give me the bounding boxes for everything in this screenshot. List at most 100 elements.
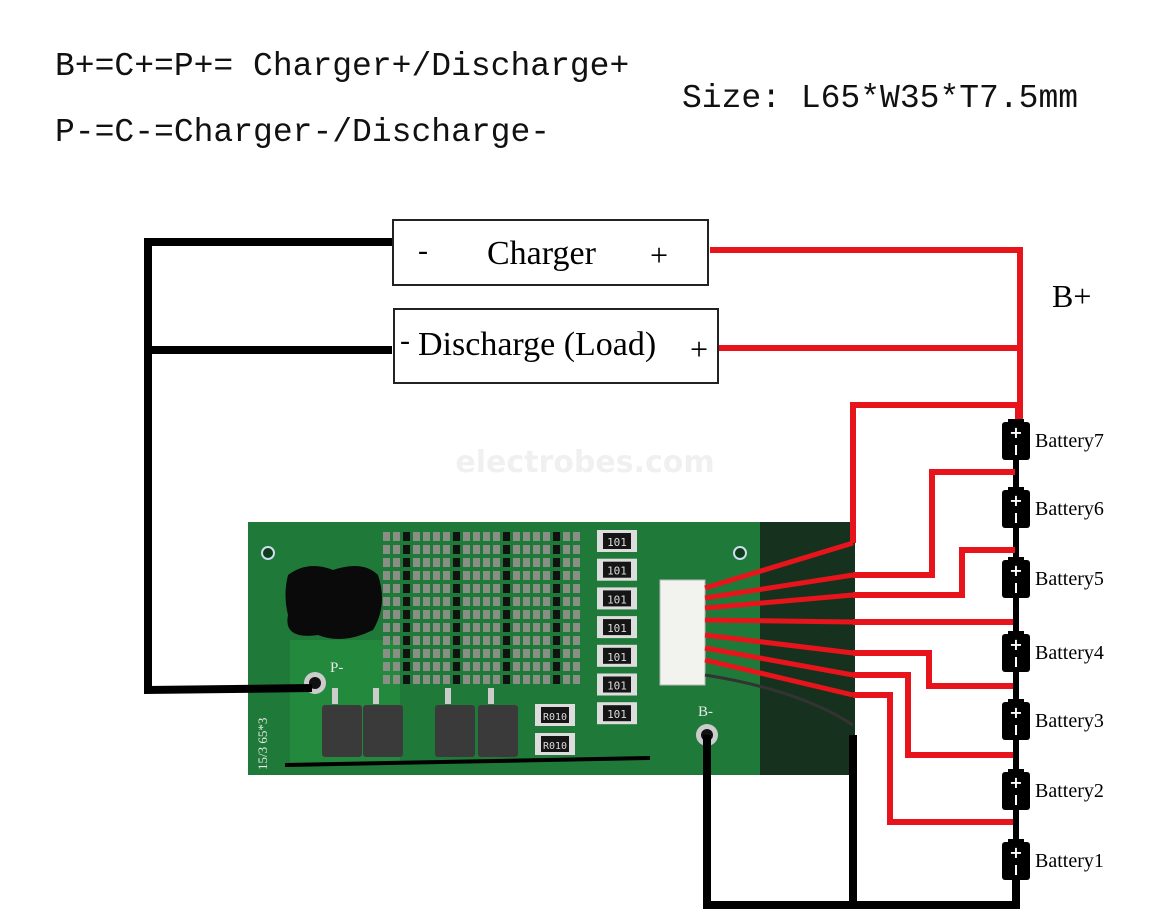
resistor-code: 101 — [607, 565, 627, 578]
smd-part — [383, 584, 390, 593]
smd-part — [413, 623, 420, 632]
smd-part — [393, 649, 400, 658]
smd-part — [513, 545, 520, 554]
smd-part — [513, 584, 520, 593]
battery-plus-mark: + — [1009, 491, 1022, 510]
smd-part — [473, 623, 480, 632]
smd-part — [423, 610, 430, 619]
smd-part — [493, 610, 500, 619]
charger-minus: - — [418, 234, 428, 267]
smd-part — [393, 623, 400, 632]
smd-part — [493, 623, 500, 632]
smd-part — [463, 571, 470, 580]
smd-part — [413, 545, 420, 554]
smd-part — [433, 675, 440, 684]
smd-part — [513, 649, 520, 658]
discharge-label: Discharge (Load) — [418, 326, 656, 363]
smd-part — [563, 675, 570, 684]
smd-part — [433, 597, 440, 606]
smd-part — [503, 623, 510, 632]
smd-part — [563, 532, 570, 541]
smd-part — [523, 662, 530, 671]
battery-cell: +Battery3 — [1002, 699, 1104, 740]
smd-part — [533, 571, 540, 580]
smd-part — [453, 662, 460, 671]
b-plus-label: B+ — [1052, 278, 1091, 314]
battery-plus-mark: + — [1009, 773, 1022, 792]
mosfet — [435, 705, 475, 757]
smd-part — [473, 649, 480, 658]
smd-part — [403, 545, 410, 554]
smd-part — [453, 571, 460, 580]
smd-part — [533, 662, 540, 671]
smd-part — [483, 597, 490, 606]
smd-part — [423, 571, 430, 580]
smd-part — [523, 649, 530, 658]
smd-part — [423, 662, 430, 671]
smd-part — [543, 545, 550, 554]
smd-part — [573, 545, 580, 554]
smd-part — [553, 558, 560, 567]
smd-part — [573, 597, 580, 606]
smd-part — [553, 662, 560, 671]
smd-part — [403, 636, 410, 645]
smd-part — [393, 675, 400, 684]
smd-part — [403, 584, 410, 593]
smd-part — [423, 636, 430, 645]
smd-part — [573, 623, 580, 632]
battery-icon — [1002, 772, 1030, 810]
smd-part — [433, 662, 440, 671]
smd-part — [443, 545, 450, 554]
smd-part — [463, 532, 470, 541]
smd-part — [553, 623, 560, 632]
smd-part — [443, 597, 450, 606]
smd-part — [573, 558, 580, 567]
shunt-code: R010 — [543, 741, 567, 752]
smd-part — [443, 571, 450, 580]
smd-part — [543, 623, 550, 632]
smd-part — [513, 571, 520, 580]
smd-part — [423, 545, 430, 554]
smd-part — [403, 597, 410, 606]
smd-part — [393, 532, 400, 541]
battery-label: Battery1 — [1035, 850, 1104, 872]
smd-part — [533, 532, 540, 541]
smd-part — [443, 623, 450, 632]
smd-part — [523, 675, 530, 684]
smd-part — [553, 649, 560, 658]
potting-blob — [285, 566, 382, 639]
smd-part — [443, 532, 450, 541]
smd-part — [383, 675, 390, 684]
smd-part — [523, 584, 530, 593]
resistor-code: 101 — [607, 708, 627, 721]
battery-cell: +Battery2 — [1002, 769, 1104, 810]
smd-part — [463, 675, 470, 684]
smd-part — [483, 675, 490, 684]
smd-part — [523, 597, 530, 606]
smd-part — [453, 675, 460, 684]
smd-part — [523, 558, 530, 567]
smd-part — [493, 571, 500, 580]
smd-part — [443, 675, 450, 684]
smd-part — [403, 558, 410, 567]
smd-part — [553, 675, 560, 684]
smd-part — [563, 558, 570, 567]
smd-part — [473, 610, 480, 619]
smd-part — [403, 649, 410, 658]
smd-part — [473, 597, 480, 606]
smd-part — [533, 649, 540, 658]
smd-part — [533, 623, 540, 632]
balance-connector — [659, 579, 706, 686]
smd-part — [383, 636, 390, 645]
smd-part — [393, 636, 400, 645]
smd-part — [423, 649, 430, 658]
smd-part — [503, 675, 510, 684]
smd-part — [503, 584, 510, 593]
smd-part — [503, 545, 510, 554]
smd-part — [513, 610, 520, 619]
smd-part — [563, 649, 570, 658]
smd-part — [463, 558, 470, 567]
smd-part — [503, 649, 510, 658]
smd-part — [493, 558, 500, 567]
smd-part — [473, 545, 480, 554]
